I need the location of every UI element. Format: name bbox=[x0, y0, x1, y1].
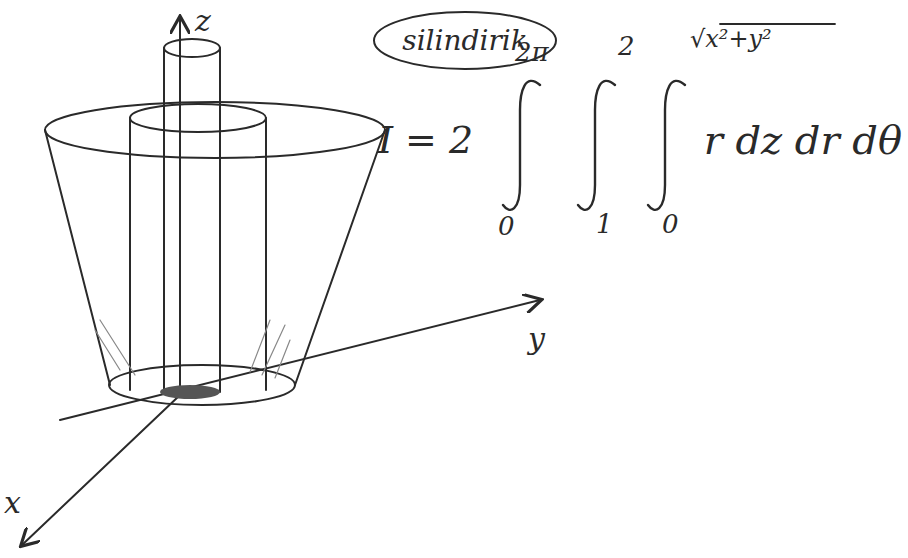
integral-signs bbox=[503, 81, 685, 210]
integral-lhs: I = 2 bbox=[378, 120, 473, 162]
cylinder-side bbox=[265, 118, 267, 390]
y-axis bbox=[60, 300, 540, 420]
cylinder-top bbox=[130, 104, 266, 132]
z-axis bbox=[179, 18, 181, 395]
integrand: r dz dr dθ bbox=[704, 118, 902, 162]
inner-cylinder-side bbox=[163, 48, 165, 392]
cone-side bbox=[295, 130, 385, 385]
axis-label: x bbox=[4, 486, 21, 519]
cone-top bbox=[45, 102, 385, 158]
lower-limit: 0 bbox=[498, 212, 515, 241]
x-axis bbox=[22, 395, 180, 545]
cone-bottom bbox=[109, 365, 295, 405]
upper-limit: 2π bbox=[515, 38, 549, 67]
cone-side bbox=[45, 130, 110, 385]
lower-limit: 0 bbox=[662, 210, 679, 239]
radical-bar bbox=[720, 23, 835, 25]
upper-limit: 2 bbox=[618, 32, 635, 61]
axis-label: z bbox=[195, 4, 211, 37]
lower-limit: 1 bbox=[596, 210, 613, 239]
note-text: silindirik bbox=[402, 24, 527, 57]
axis-label: y bbox=[528, 322, 545, 355]
cylinder-side bbox=[129, 118, 131, 390]
upper-limit: √x²+y² bbox=[690, 26, 772, 52]
inner-cylinder-top bbox=[164, 39, 220, 57]
shading bbox=[95, 320, 290, 399]
inner-cylinder-side bbox=[219, 48, 221, 392]
